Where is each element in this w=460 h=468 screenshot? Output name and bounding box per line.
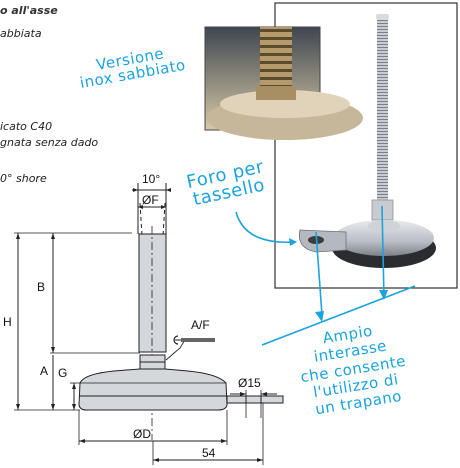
angle-label: 10° bbox=[142, 172, 161, 186]
diameter-d-label: ØD bbox=[133, 427, 151, 441]
hole-diameter-label: Ø15 bbox=[238, 376, 261, 390]
spec-title: o all'asse bbox=[0, 4, 58, 17]
technical-drawing bbox=[14, 183, 284, 465]
dimension-h-label: H bbox=[3, 315, 12, 329]
spec-line-4: 0° shore bbox=[0, 172, 47, 185]
dimension-a-label: A bbox=[40, 364, 49, 378]
spec-line-1: abbiata bbox=[0, 27, 42, 40]
dimension-b-label: B bbox=[37, 280, 46, 294]
offset-54-label: 54 bbox=[202, 446, 216, 460]
dimension-g-label: G bbox=[58, 366, 68, 380]
ampio-callout: Ampio interasse che consente l'utilizzo … bbox=[294, 318, 413, 420]
spec-line-3: gnata senza dado bbox=[0, 136, 99, 149]
across-flats-label: A/F bbox=[191, 318, 210, 332]
diameter-f-label: ØF bbox=[142, 193, 159, 207]
callout-lines bbox=[235, 205, 416, 346]
spec-line-2: icato C40 bbox=[0, 120, 53, 133]
zoom-inset bbox=[204, 26, 363, 140]
